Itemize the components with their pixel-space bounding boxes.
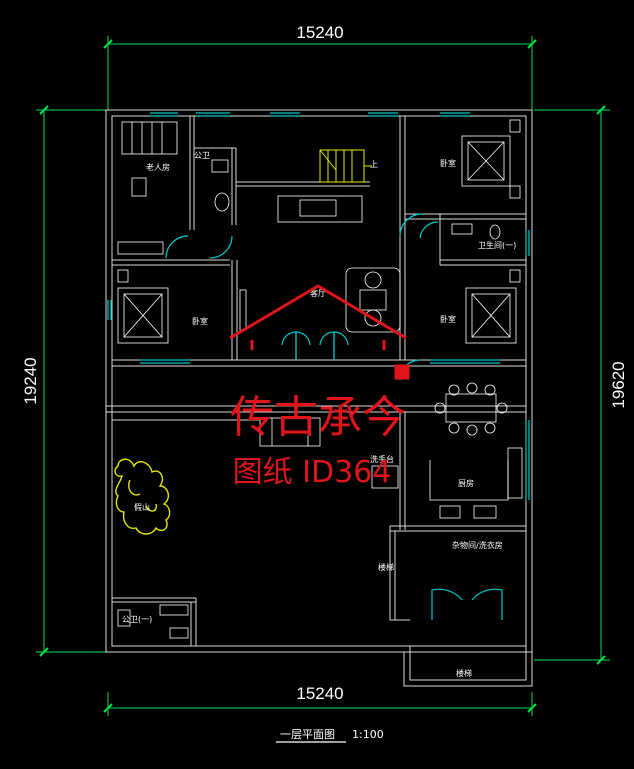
room-label-wash: 洗手台 xyxy=(370,454,394,464)
watermark-drawing-id: 图纸 ID364 xyxy=(233,455,392,490)
room-label-living: 客厅 xyxy=(310,288,326,298)
watermark-brand: 传古承今 xyxy=(230,392,406,443)
room-label-public-bath-1: 公卫(一) xyxy=(122,615,152,624)
room-label-kitchen: 厨房 xyxy=(458,478,474,488)
dimension-lines xyxy=(36,36,610,716)
room-label-bedroom-w: 卧室 xyxy=(192,316,208,326)
stairs xyxy=(319,149,372,183)
rockery xyxy=(114,458,171,535)
walls xyxy=(105,109,533,687)
watermark-logo xyxy=(229,284,410,380)
drawing-scale: 1:100 xyxy=(352,728,384,741)
windows xyxy=(107,112,530,620)
room-label-bath-1: 卫生间(一) xyxy=(478,240,516,250)
room-label-bedroom-e: 卧室 xyxy=(440,314,456,324)
dimension-right-label: 19620 xyxy=(609,361,628,408)
room-label-utility: 杂物间/洗衣房 xyxy=(452,540,503,550)
dimension-left-label: 19240 xyxy=(21,357,40,404)
room-label-storage-left: 楼梯 xyxy=(378,562,394,572)
stair-up-label: 上 xyxy=(370,160,378,169)
room-label-public-bath: 公卫 xyxy=(194,151,210,160)
room-label-storage-bottom: 楼梯 xyxy=(456,668,472,678)
drawing-title: 一层平面图 xyxy=(280,728,335,741)
dimension-top-label: 15240 xyxy=(296,23,343,42)
furniture xyxy=(117,119,523,639)
dimension-bottom-label: 15240 xyxy=(296,684,343,703)
room-label-rockery: 假山 xyxy=(134,502,150,512)
room-label-elder-bedroom: 老人房 xyxy=(146,162,170,172)
room-label-bedroom-ne: 卧室 xyxy=(440,158,456,168)
